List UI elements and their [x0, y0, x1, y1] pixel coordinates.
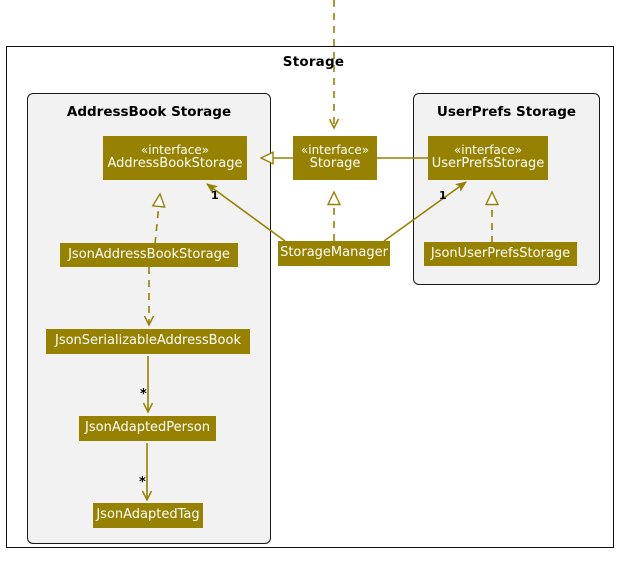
class-name-label: JsonSerializableAddressBook — [55, 333, 241, 349]
class-name-label: UserPrefsStorage — [431, 156, 545, 172]
multiplicity-addressbookstorage: 1 — [211, 189, 219, 202]
class-node-json-user-prefs-storage[interactable]: JsonUserPrefsStorage — [424, 242, 577, 266]
stereotype-label: «interface» — [140, 143, 210, 157]
class-name-label: JsonAdaptedTag — [96, 507, 200, 523]
multiplicity-userprefsstorage: 1 — [439, 189, 447, 202]
class-node-address-book-storage[interactable]: «interface» AddressBookStorage — [103, 136, 247, 180]
class-node-json-adapted-person[interactable]: JsonAdaptedPerson — [79, 416, 216, 441]
class-node-json-serializable-address-book[interactable]: JsonSerializableAddressBook — [46, 329, 250, 354]
multiplicity-jsonadaptedtag: * — [139, 475, 146, 490]
package-title-userprefs: UserPrefs Storage — [436, 104, 577, 120]
class-node-json-adapted-tag[interactable]: JsonAdaptedTag — [93, 503, 203, 528]
frame-title: Storage — [282, 54, 345, 70]
stereotype-label: «interface» — [453, 143, 523, 157]
stereotype-label: «interface» — [300, 143, 370, 157]
class-name-label: JsonUserPrefsStorage — [430, 245, 571, 261]
package-title-addressbook: AddressBook Storage — [66, 104, 232, 120]
class-name-label: JsonAddressBookStorage — [68, 246, 230, 262]
multiplicity-jsonadaptedperson: * — [140, 387, 147, 402]
class-node-storage[interactable]: «interface» Storage — [293, 136, 377, 180]
class-node-storage-manager[interactable]: StorageManager — [278, 241, 390, 266]
class-node-json-address-book-storage[interactable]: JsonAddressBookStorage — [60, 243, 238, 267]
class-name-label: StorageManager — [280, 245, 388, 261]
class-name-label: JsonAdaptedPerson — [85, 420, 210, 436]
class-node-user-prefs-storage[interactable]: «interface» UserPrefsStorage — [428, 136, 548, 180]
class-name-label: AddressBookStorage — [107, 156, 243, 172]
class-name-label: Storage — [309, 156, 361, 172]
